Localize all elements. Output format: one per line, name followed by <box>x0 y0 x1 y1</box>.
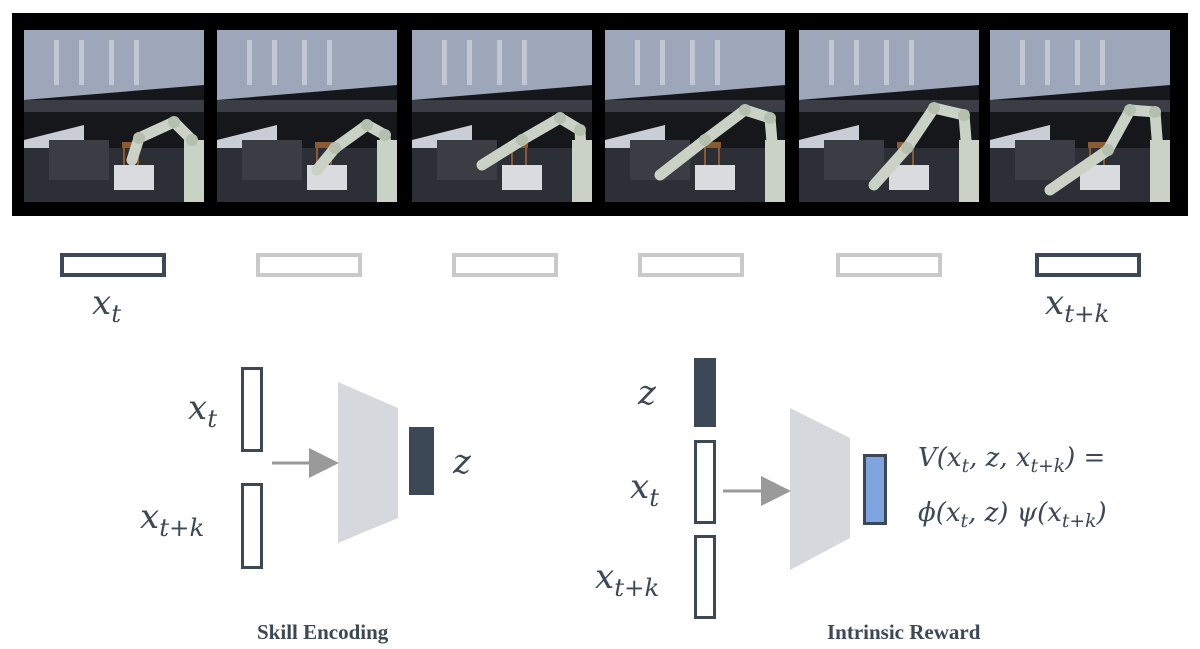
timeline-token-3 <box>452 253 558 277</box>
timeline-start-label: xt <box>92 283 122 328</box>
reward-input-xt-label: xt <box>630 467 660 512</box>
timeline-token-start <box>60 253 166 277</box>
reward-input-z-vector <box>694 358 716 427</box>
value-equation-line2: ϕ(xt, z) ψ(xt+k) <box>918 498 1107 532</box>
robot-frame-6 <box>990 30 1170 202</box>
robot-frame-2 <box>217 30 397 202</box>
skill-output-z-label: z <box>453 442 471 482</box>
robot-frame-5 <box>799 30 979 202</box>
intrinsic-reward-caption: Intrinsic Reward <box>827 620 981 644</box>
reward-input-xtk-label: xt+k <box>595 557 660 602</box>
robot-frame-1 <box>24 30 204 202</box>
timeline-token-5 <box>836 253 942 277</box>
reward-input-z-label: z <box>638 373 656 413</box>
timeline-token-4 <box>638 253 744 277</box>
value-equation-line1: V(xt, z, xt+k) = <box>918 443 1106 477</box>
timeline-token-2 <box>256 253 362 277</box>
timeline-token-end <box>1035 253 1141 277</box>
reward-input-xt-vector <box>694 440 716 524</box>
robot-frame-4 <box>605 30 785 202</box>
reward-input-xtk-vector <box>694 535 716 619</box>
reward-output-vector <box>863 454 887 525</box>
skill-input-xt-label: xt <box>188 388 218 433</box>
skill-input-xtk-label: xt+k <box>140 497 205 542</box>
timeline-end-label: xt+k <box>1045 283 1110 328</box>
skill-input-xtk-vector <box>241 483 263 569</box>
skill-encoding-caption: Skill Encoding <box>257 620 389 644</box>
skill-output-z-vector <box>409 427 434 495</box>
frame-strip <box>12 13 1188 216</box>
skill-input-xt-vector <box>241 367 263 452</box>
reward-encoder <box>790 408 850 570</box>
skill-encoder <box>338 382 398 543</box>
robot-frame-3 <box>412 30 592 202</box>
